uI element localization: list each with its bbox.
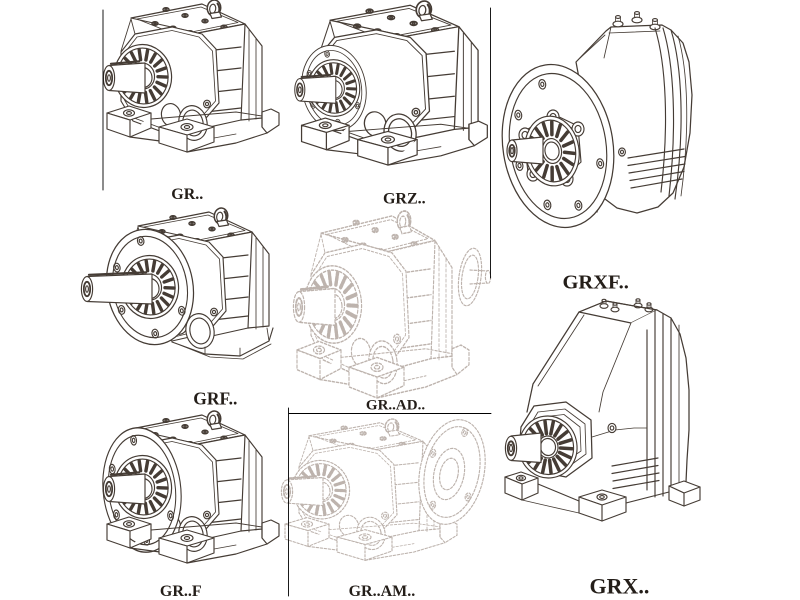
svg-text:GRZ..: GRZ..	[383, 191, 426, 208]
svg-text:GRF..: GRF..	[193, 389, 237, 409]
svg-text:GRXF..: GRXF..	[562, 272, 628, 294]
svg-text:GR..: GR..	[171, 186, 203, 203]
svg-text:GR..AM..: GR..AM..	[349, 583, 416, 600]
svg-text:GR..AD..: GR..AD..	[366, 398, 425, 414]
svg-text:GR..F: GR..F	[160, 583, 202, 600]
svg-text:GRX..: GRX..	[590, 573, 650, 598]
